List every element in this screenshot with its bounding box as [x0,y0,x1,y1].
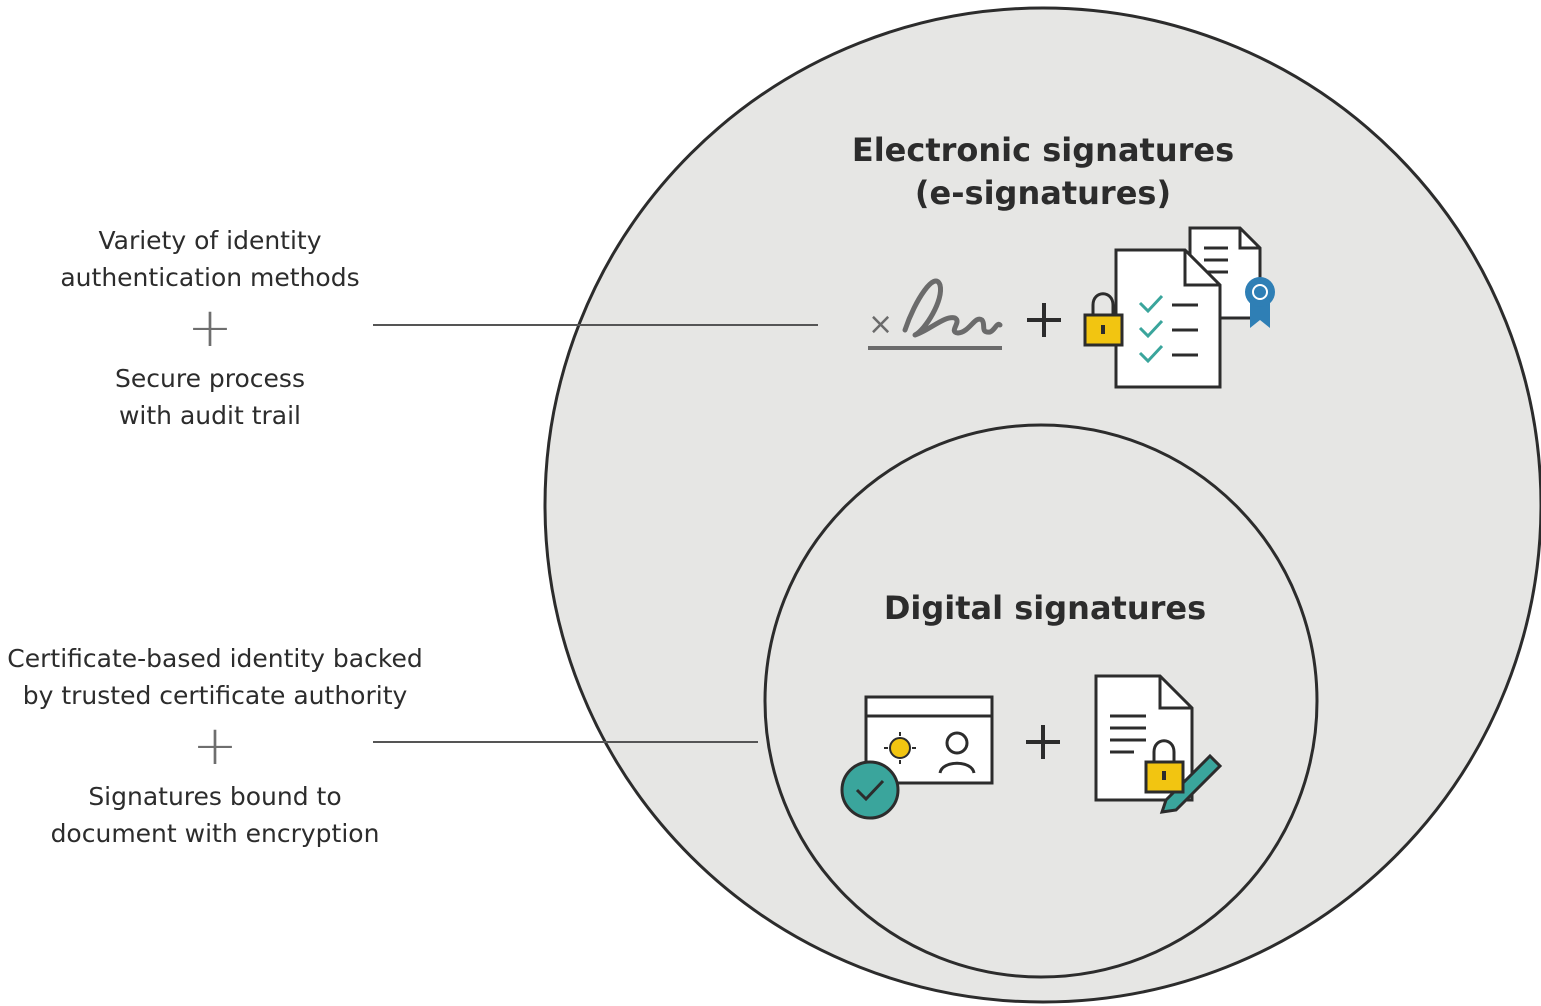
e-sig-desc-line2: authentication methods [60,263,360,292]
digital-signatures-title: Digital signatures [845,587,1245,630]
outer-icon-plus-icon [1027,303,1061,337]
e-sig-desc-line3: Secure process [115,364,305,393]
verified-check-icon [840,760,900,820]
e-sig-desc-plus-icon: + [187,296,233,359]
d-sig-desc-plus-icon: + [192,714,238,777]
locked-checklist-document-icon [1083,248,1222,389]
electronic-signatures-title-line1: Electronic signatures [851,131,1235,169]
svg-text:×: × [868,307,893,342]
signature-icon: × [868,278,1003,350]
digital-signatures-title-line: Digital signatures [883,589,1207,627]
d-sig-desc-line1: Certificate-based identity backed [7,644,423,673]
e-sig-desc-line1: Variety of identity [98,226,322,255]
inner-icon-plus-icon [1026,725,1060,759]
digital-signatures-circle [763,423,1319,979]
digital-signatures-description: Certificate-based identity backed by tru… [0,640,430,852]
electronic-signatures-title: Electronic signatures (e-signatures) [843,129,1243,215]
d-sig-desc-line4: document with encryption [50,819,380,848]
d-sig-desc-line2: by trusted certificate authority [22,681,408,710]
electronic-signatures-description: Variety of identity authentication metho… [30,222,390,434]
electronic-signatures-title-line2: (e-signatures) [914,174,1172,212]
e-sig-desc-line4: with audit trail [118,401,301,430]
d-sig-desc-line3: Signatures bound to [88,782,342,811]
locked-document-pen-icon [1094,674,1223,814]
